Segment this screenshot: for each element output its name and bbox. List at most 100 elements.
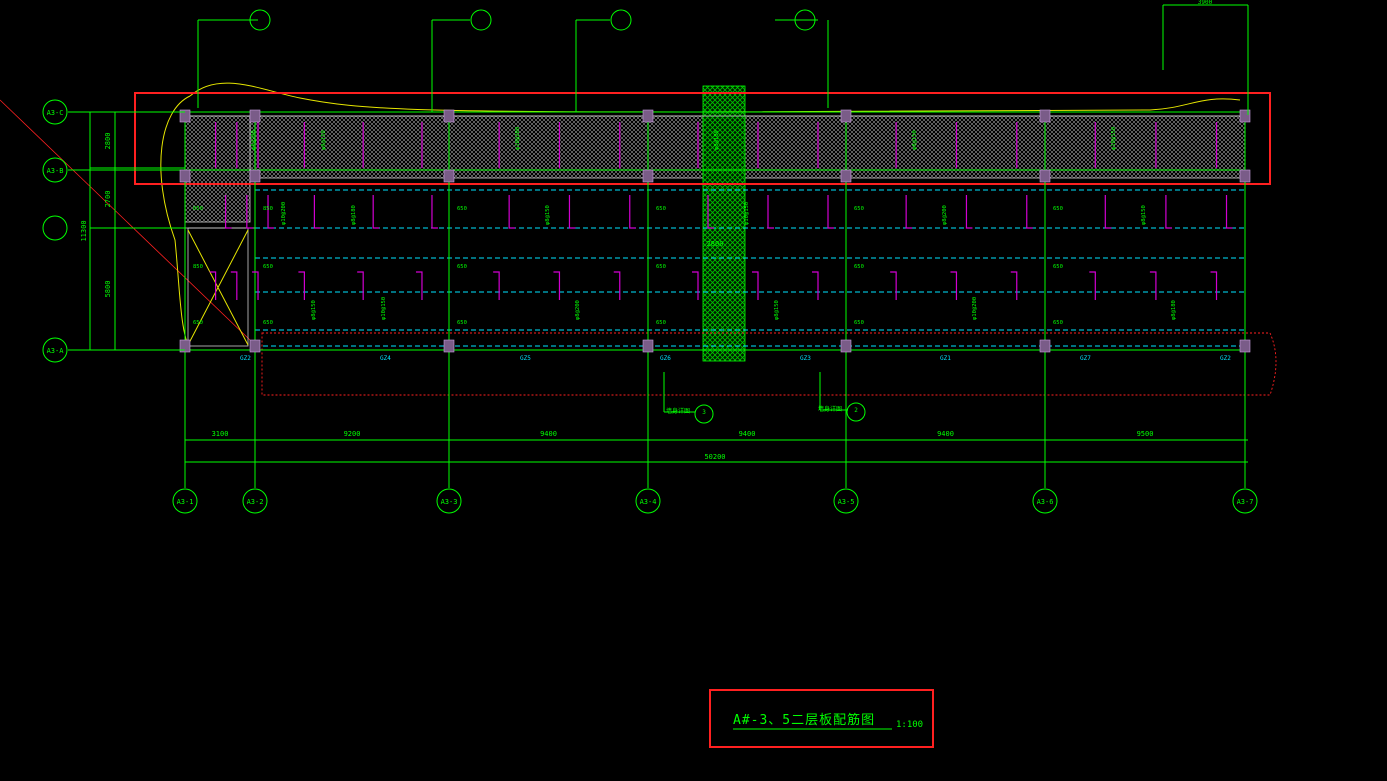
slab-label: 650 <box>1053 264 1063 270</box>
curve-left <box>160 95 191 351</box>
dimension-text: 9200 <box>344 430 361 438</box>
column-label: GZ1 <box>940 355 951 362</box>
rebar-bay <box>1210 271 1218 300</box>
dimension-text: 9400 <box>937 430 954 438</box>
column <box>179 109 191 123</box>
rebar-bay <box>1089 271 1096 300</box>
rebar-label: φ8@200 <box>575 300 581 320</box>
column <box>249 339 261 353</box>
axis-bubble <box>436 488 462 514</box>
top-callouts <box>197 4 1249 115</box>
axis-label: A3-4 <box>640 498 657 506</box>
rebar-bay <box>707 195 714 229</box>
horizontal-axis-bubbles: A3-CA3-BA3-A <box>42 99 68 363</box>
rebar-label: φ10@200 <box>972 297 978 320</box>
column <box>249 169 261 183</box>
slab-label: 650 <box>263 320 273 326</box>
column-label: GZ6 <box>660 355 671 362</box>
stair-diagonal-2 <box>187 229 249 346</box>
rebar-bay <box>252 271 259 300</box>
column <box>642 339 654 353</box>
slab-label: 650 <box>457 206 467 212</box>
dimension-text: 9500 <box>1137 430 1154 438</box>
rebar-bay <box>553 271 561 300</box>
rebar-bay <box>298 271 305 300</box>
rebar-bay <box>812 271 819 300</box>
axis-label: A3-2 <box>247 498 264 506</box>
slab-label: 650 <box>1053 320 1063 326</box>
callout-text: 墙身详图 <box>818 405 842 413</box>
column-label: GZ3 <box>800 355 811 362</box>
rebar-bay <box>267 195 275 229</box>
axis-bubble <box>833 488 859 514</box>
rebar-bay <box>1165 195 1172 229</box>
rebar-bay <box>246 195 253 229</box>
rebar-label: φ8@150 <box>912 130 918 150</box>
slab-label: 850 <box>263 206 273 212</box>
dimension-left-text: 2700 <box>104 191 112 208</box>
rebar-label: φ8@150 <box>321 130 327 150</box>
callout-ref: 2 <box>854 407 858 414</box>
rebar-bay <box>493 271 500 300</box>
column <box>1239 339 1251 353</box>
hatched-slab-band <box>249 115 1246 179</box>
rebar-bay <box>415 271 423 300</box>
dimension-left-total: 11300 <box>80 220 88 241</box>
slab-label: 650 <box>854 206 864 212</box>
stair-well <box>187 227 249 347</box>
axis-label: A3-6 <box>1037 498 1054 506</box>
construction-line <box>0 99 251 341</box>
column <box>443 339 455 353</box>
rebar-bay <box>1010 271 1018 300</box>
rebar-bay <box>357 271 364 300</box>
rebar-bay <box>431 195 438 229</box>
drawing-title: A#-3、5二层板配筋图 <box>733 713 876 728</box>
slab-label: 650 <box>854 320 864 326</box>
bottom-callouts <box>663 372 866 424</box>
callout-ref: 3 <box>702 409 706 416</box>
rebar-label: φ8@150 <box>1141 205 1147 225</box>
dimension-top-right: 3900 <box>1198 0 1213 6</box>
column <box>179 169 191 183</box>
cloud-revision-mark <box>261 332 1277 396</box>
rebar-label: φ10@200 <box>281 202 287 225</box>
rebar-bay <box>568 195 576 229</box>
highlight-title <box>709 689 934 748</box>
rebar-bay <box>613 271 621 300</box>
column <box>1039 109 1051 123</box>
dimension-left-text: 2800 <box>104 133 112 150</box>
column <box>443 109 455 123</box>
slab-label: 650 <box>1053 206 1063 212</box>
rebar-label: φ10@150 <box>1111 127 1117 150</box>
rebar-bay <box>230 271 238 300</box>
rebar-label: φ8@180 <box>1171 300 1177 320</box>
slab-label: 650 <box>263 264 273 270</box>
column <box>1239 169 1251 183</box>
axis-bubble <box>42 157 68 183</box>
rebar-label: φ8@150 <box>311 300 317 320</box>
rebar-bay <box>225 195 232 229</box>
column <box>1039 339 1051 353</box>
drawing-scale: 1:100 <box>896 720 924 730</box>
rebar-bay <box>827 195 834 229</box>
slab-label: 650 <box>457 320 467 326</box>
dimension-text: 3100 <box>212 430 229 438</box>
column-label: GZ7 <box>1080 355 1091 362</box>
dimension-text: 9400 <box>540 430 557 438</box>
slab-label: 650 <box>457 264 467 270</box>
column <box>840 169 852 183</box>
axis-label: A3-C <box>47 109 64 117</box>
dashed-beams <box>255 189 1245 347</box>
slab-label: 650 <box>193 206 203 212</box>
column-label: GZ2 <box>240 355 251 362</box>
axis-bubble <box>172 488 198 514</box>
rebar-bay <box>313 195 321 229</box>
axis-bubble <box>635 488 661 514</box>
slab-label: 650 <box>656 320 666 326</box>
dimension-chain-bottom <box>185 439 1248 463</box>
dimension-text: 9400 <box>739 430 756 438</box>
axis-label: A3-7 <box>1237 498 1254 506</box>
